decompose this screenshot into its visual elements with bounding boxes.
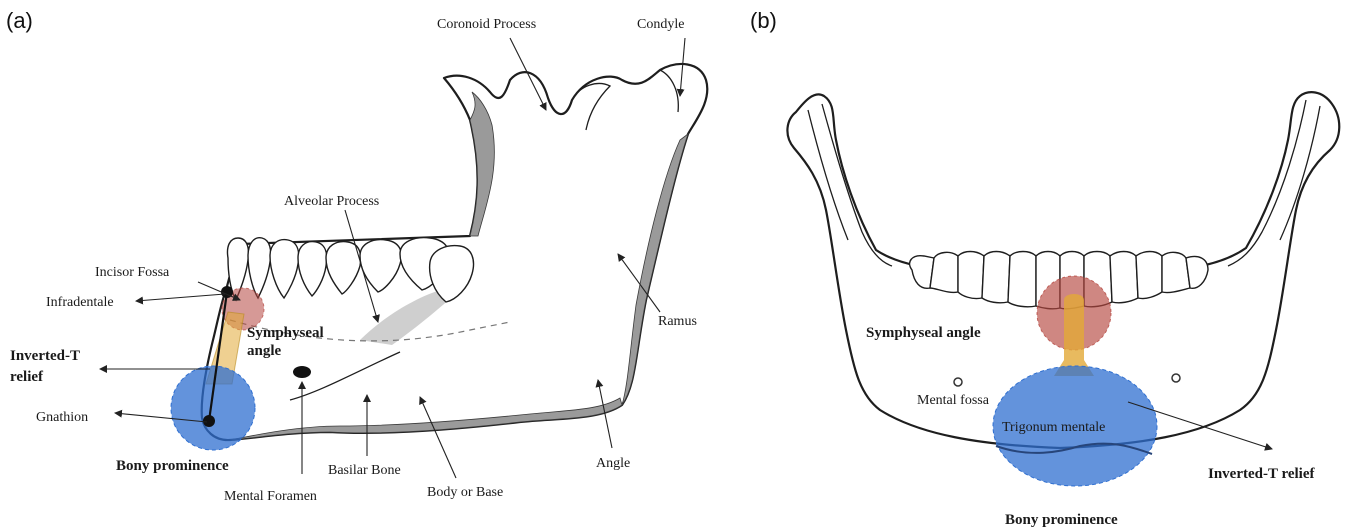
label-inverted-t-relief-line1: Inverted-T (10, 348, 80, 364)
panel-b-tag: (b) (750, 8, 777, 33)
label-mental-foramen: Mental Foramen (224, 489, 317, 504)
label-trigonum-mentale: Trigonum mentale (1002, 420, 1105, 435)
mandible-lateral-illustration (202, 64, 708, 440)
label-infradentale: Infradentale (46, 295, 114, 310)
label-inverted-t-relief: Inverted-T relief (1208, 466, 1316, 482)
panel-a: (a) (6, 8, 707, 504)
label-symphyseal-angle-line1: Symphyseal (247, 325, 324, 341)
arrow-infradentale (136, 294, 225, 301)
panel-a-tag: (a) (6, 8, 33, 33)
left-mental-foramen (954, 378, 962, 386)
gnathion-point (203, 415, 215, 427)
label-symphyseal-angle: Symphyseal angle (866, 325, 981, 341)
label-ramus: Ramus (658, 314, 697, 329)
label-body-or-base: Body or Base (427, 485, 503, 500)
label-inverted-t-relief-line2: relief (10, 369, 44, 385)
label-basilar-bone: Basilar Bone (328, 463, 401, 478)
label-alveolar-process: Alveolar Process (284, 194, 379, 209)
label-symphyseal-angle-line2: angle (247, 343, 282, 359)
right-mental-foramen (1172, 374, 1180, 382)
bony-prominence-region (171, 366, 255, 450)
panel-b: (b) (750, 8, 1339, 528)
mental-foramen-mark (293, 366, 311, 378)
label-angle: Angle (596, 456, 630, 471)
label-bony-prominence: Bony prominence (1005, 512, 1118, 528)
label-coronoid-process: Coronoid Process (437, 17, 536, 32)
label-mental-fossa: Mental fossa (917, 393, 990, 408)
label-bony-prominence: Bony prominence (116, 458, 229, 474)
label-gnathion: Gnathion (36, 410, 88, 425)
label-condyle: Condyle (637, 17, 684, 32)
label-incisor-fossa: Incisor Fossa (95, 265, 170, 280)
